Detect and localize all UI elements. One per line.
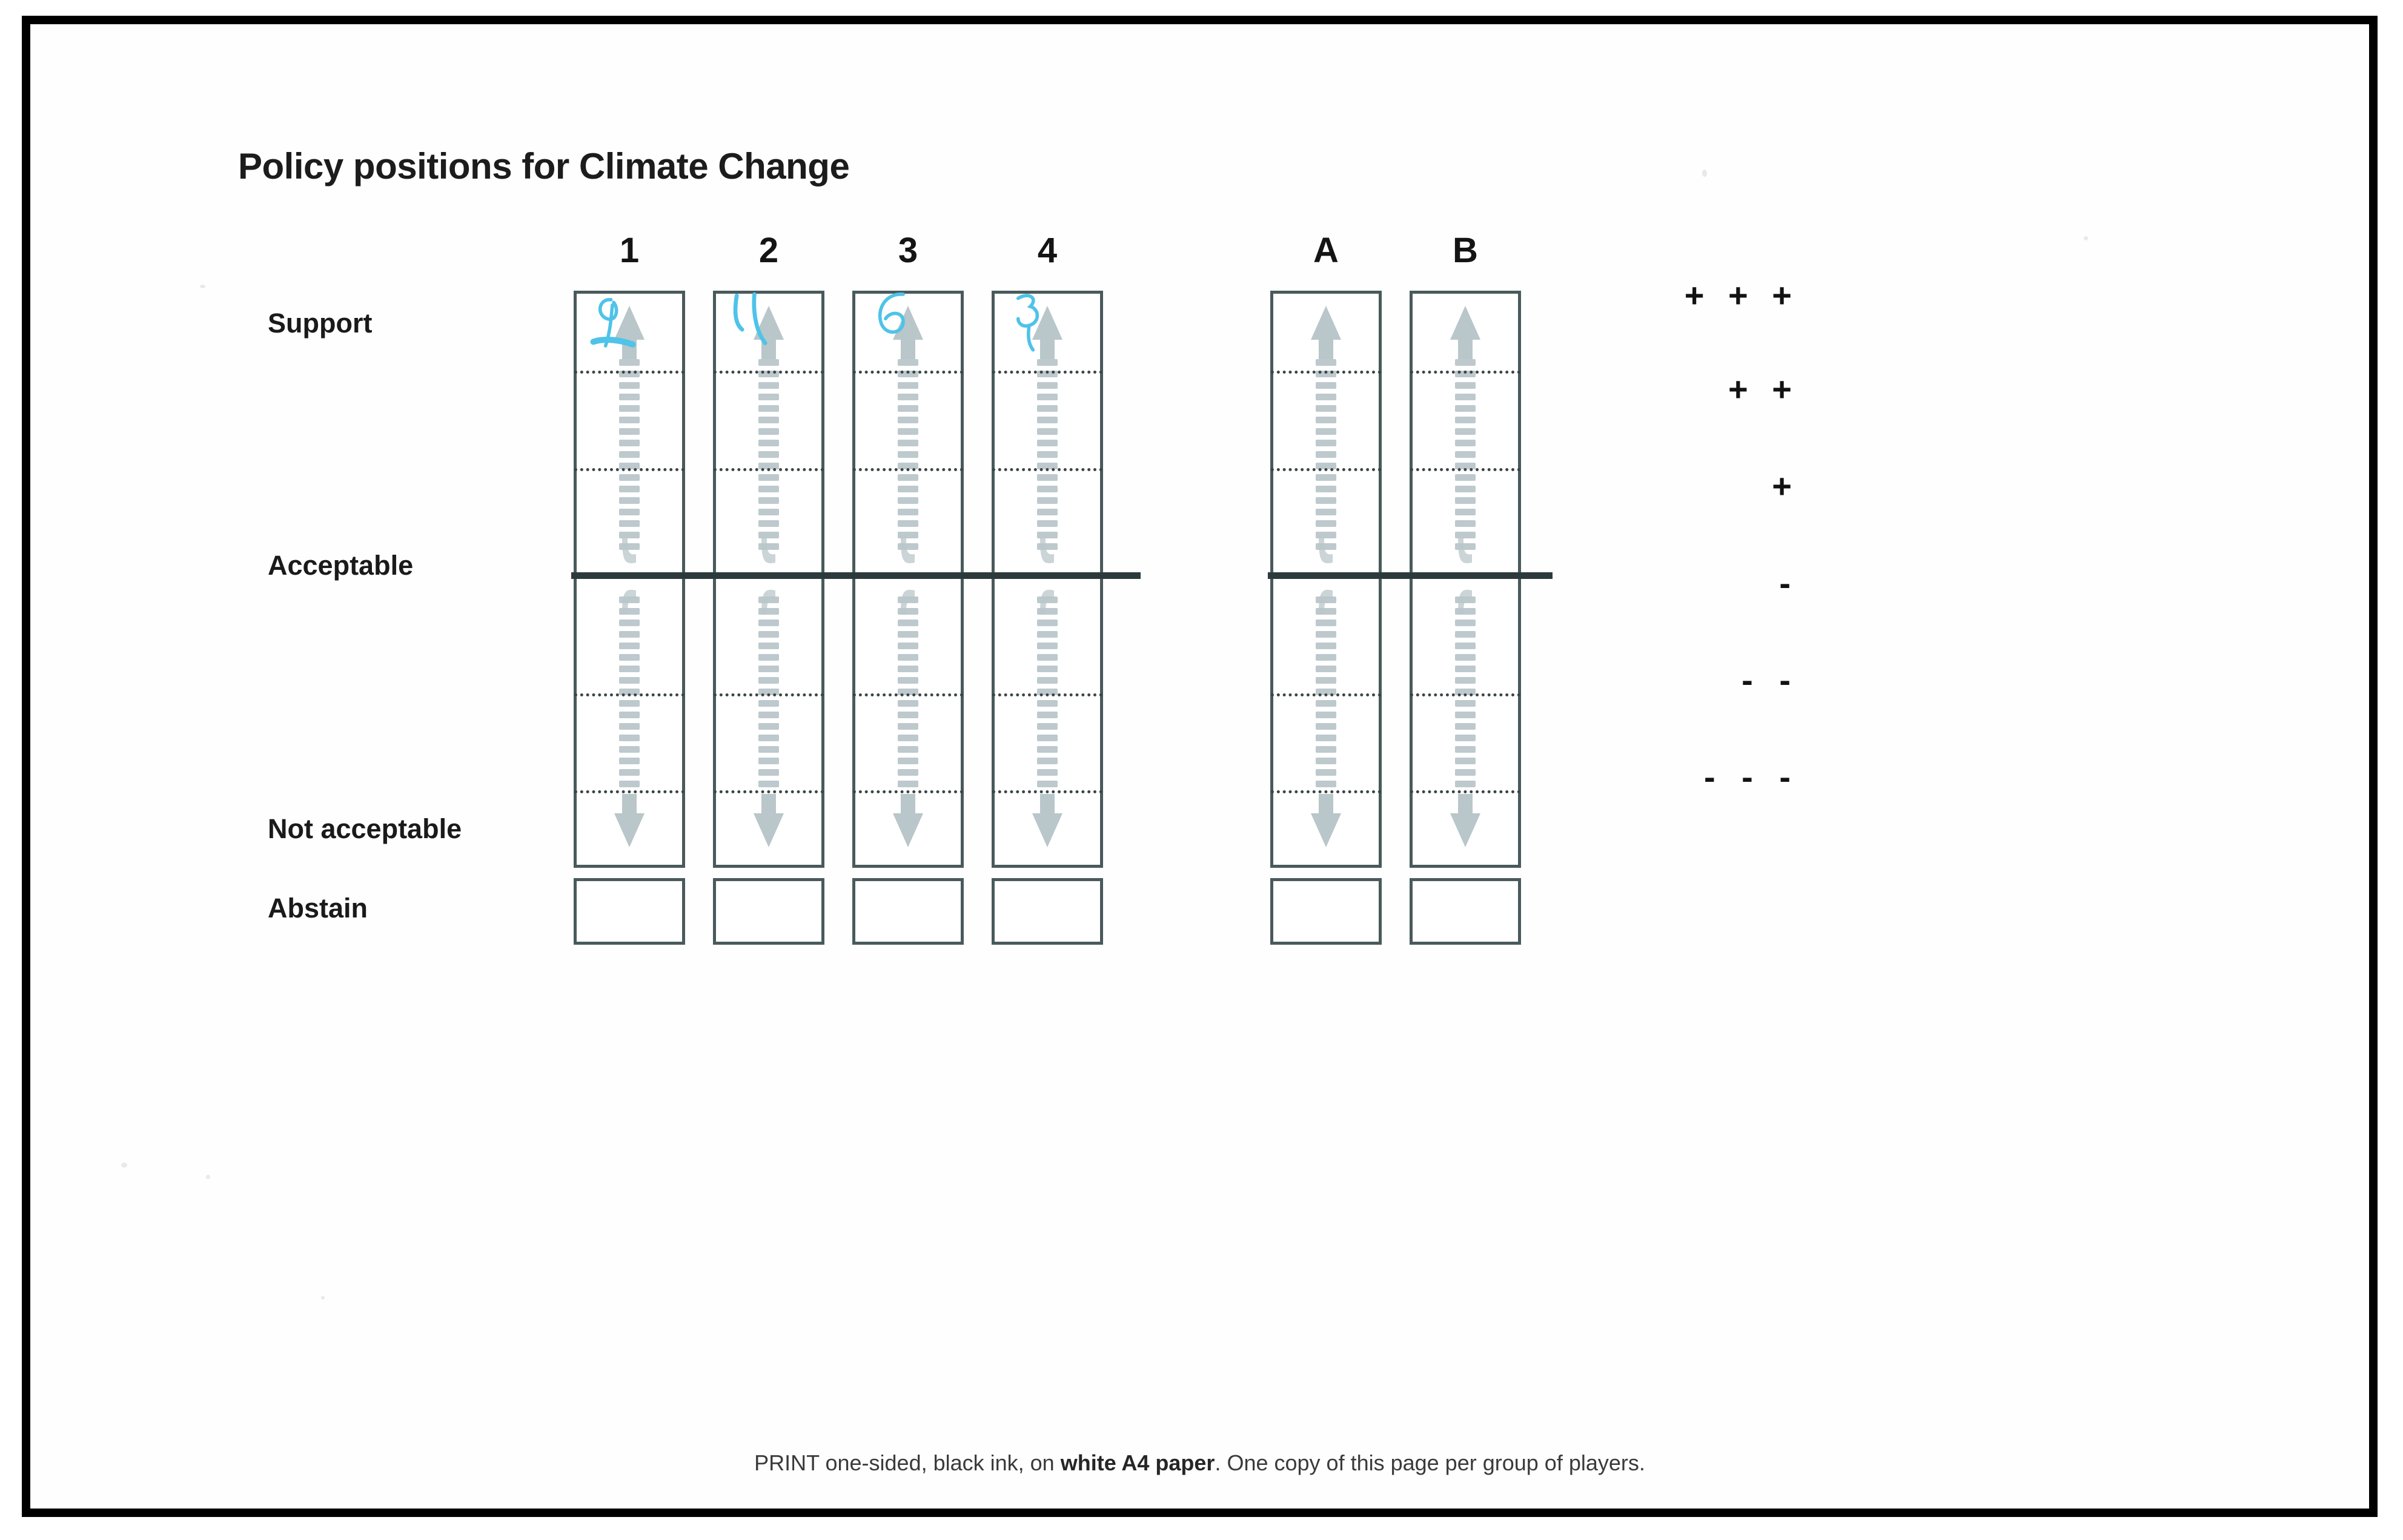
footer-suffix: . One copy of this page per group of pla…: [1215, 1450, 1645, 1475]
abstain-box-2[interactable]: [713, 878, 824, 945]
dotted-gridline: [714, 468, 824, 471]
dotted-gridline: [992, 371, 1102, 374]
arrow-up-icon: [886, 301, 930, 567]
arrow-down-icon: [746, 586, 791, 852]
column-header-3: 3: [898, 231, 918, 270]
scale-half-bottom[interactable]: [992, 580, 1102, 865]
column-header-b: B: [1453, 231, 1478, 270]
arrow-up-icon: [607, 301, 652, 567]
row-label-not-acceptable: Not acceptable: [268, 813, 462, 844]
scale-half-top[interactable]: [1271, 294, 1381, 580]
acceptable-divider-numbered: [571, 572, 1141, 579]
dotted-gridline: [574, 371, 684, 374]
page-title: Policy positions for Climate Change: [238, 146, 850, 187]
column-header-a: A: [1313, 231, 1339, 270]
scale-half-bottom[interactable]: [714, 580, 824, 865]
column-header-2: 2: [758, 231, 779, 270]
scan-speck: [1702, 170, 1707, 177]
scanned-page-frame: Policy positions for Climate Change Supp…: [22, 16, 2378, 1517]
abstain-box-1[interactable]: [574, 878, 685, 945]
abstain-box-3[interactable]: [852, 878, 964, 945]
scale-half-bottom[interactable]: [1271, 580, 1381, 865]
page-canvas: Policy positions for Climate Change Supp…: [30, 24, 2369, 1509]
arrow-up-icon: [1025, 301, 1070, 567]
scale-half-top[interactable]: [714, 294, 824, 580]
scan-speck: [2084, 236, 2088, 240]
dotted-gridline: [853, 468, 963, 471]
legend-symbol-negative-4: -: [1779, 564, 1799, 602]
dotted-gridline: [1271, 468, 1381, 471]
column-header-1: 1: [619, 231, 640, 270]
scale-column-b[interactable]: [1410, 291, 1521, 868]
footer-bold: white A4 paper: [1060, 1450, 1215, 1475]
arrow-up-icon: [1443, 301, 1488, 567]
scan-speck: [121, 1163, 127, 1168]
row-label-support: Support: [268, 308, 373, 339]
row-label-acceptable: Acceptable: [268, 550, 414, 581]
dotted-gridline: [714, 693, 824, 697]
scale-half-bottom[interactable]: [574, 580, 684, 865]
dotted-gridline: [1410, 693, 1520, 697]
scan-speck: [321, 1296, 325, 1300]
scale-half-top[interactable]: [853, 294, 963, 580]
abstain-box-b[interactable]: [1410, 878, 1521, 945]
scale-column-3[interactable]: [852, 291, 964, 868]
scan-speck: [200, 285, 205, 288]
dotted-gridline: [1410, 468, 1520, 471]
dotted-gridline: [992, 790, 1102, 794]
dotted-gridline: [574, 790, 684, 794]
legend-symbol-positive-1: + + +: [1684, 276, 1799, 314]
arrow-down-icon: [1025, 586, 1070, 852]
dotted-gridline: [853, 371, 963, 374]
dotted-gridline: [1271, 371, 1381, 374]
legend-symbol-negative-5: - -: [1742, 661, 1799, 699]
footer-print-instruction: PRINT one-sided, black ink, on white A4 …: [30, 1450, 2369, 1476]
dotted-gridline: [1410, 371, 1520, 374]
legend-scale: + + + + + + - - - - - -: [1605, 279, 1799, 824]
dotted-gridline: [853, 693, 963, 697]
abstain-box-4[interactable]: [992, 878, 1103, 945]
dotted-gridline: [714, 790, 824, 794]
arrow-down-icon: [607, 586, 652, 852]
dotted-gridline: [1271, 693, 1381, 697]
legend-symbol-positive-3: +: [1772, 467, 1799, 505]
arrow-up-icon: [746, 301, 791, 567]
arrow-up-icon: [1304, 301, 1348, 567]
scan-speck: [206, 1175, 210, 1179]
scale-column-1[interactable]: [574, 291, 685, 868]
column-header-4: 4: [1037, 231, 1058, 270]
scale-column-4[interactable]: [992, 291, 1103, 868]
legend-symbol-negative-6: - - -: [1703, 758, 1799, 796]
scale-column-2[interactable]: [713, 291, 824, 868]
scale-half-top[interactable]: [1410, 294, 1520, 580]
footer-prefix: PRINT one-sided, black ink, on: [754, 1450, 1061, 1475]
dotted-gridline: [1410, 790, 1520, 794]
dotted-gridline: [574, 693, 684, 697]
dotted-gridline: [853, 790, 963, 794]
scale-half-top[interactable]: [574, 294, 684, 580]
arrow-down-icon: [886, 586, 930, 852]
legend-symbol-positive-2: + +: [1728, 370, 1799, 408]
scale-column-a[interactable]: [1270, 291, 1382, 868]
dotted-gridline: [574, 468, 684, 471]
scale-half-bottom[interactable]: [1410, 580, 1520, 865]
arrow-down-icon: [1304, 586, 1348, 852]
dotted-gridline: [992, 693, 1102, 697]
dotted-gridline: [992, 468, 1102, 471]
scale-half-bottom[interactable]: [853, 580, 963, 865]
arrow-down-icon: [1443, 586, 1488, 852]
scale-half-top[interactable]: [992, 294, 1102, 580]
row-label-abstain: Abstain: [268, 893, 368, 924]
dotted-gridline: [714, 371, 824, 374]
dotted-gridline: [1271, 790, 1381, 794]
abstain-box-a[interactable]: [1270, 878, 1382, 945]
acceptable-divider-lettered: [1268, 572, 1553, 579]
